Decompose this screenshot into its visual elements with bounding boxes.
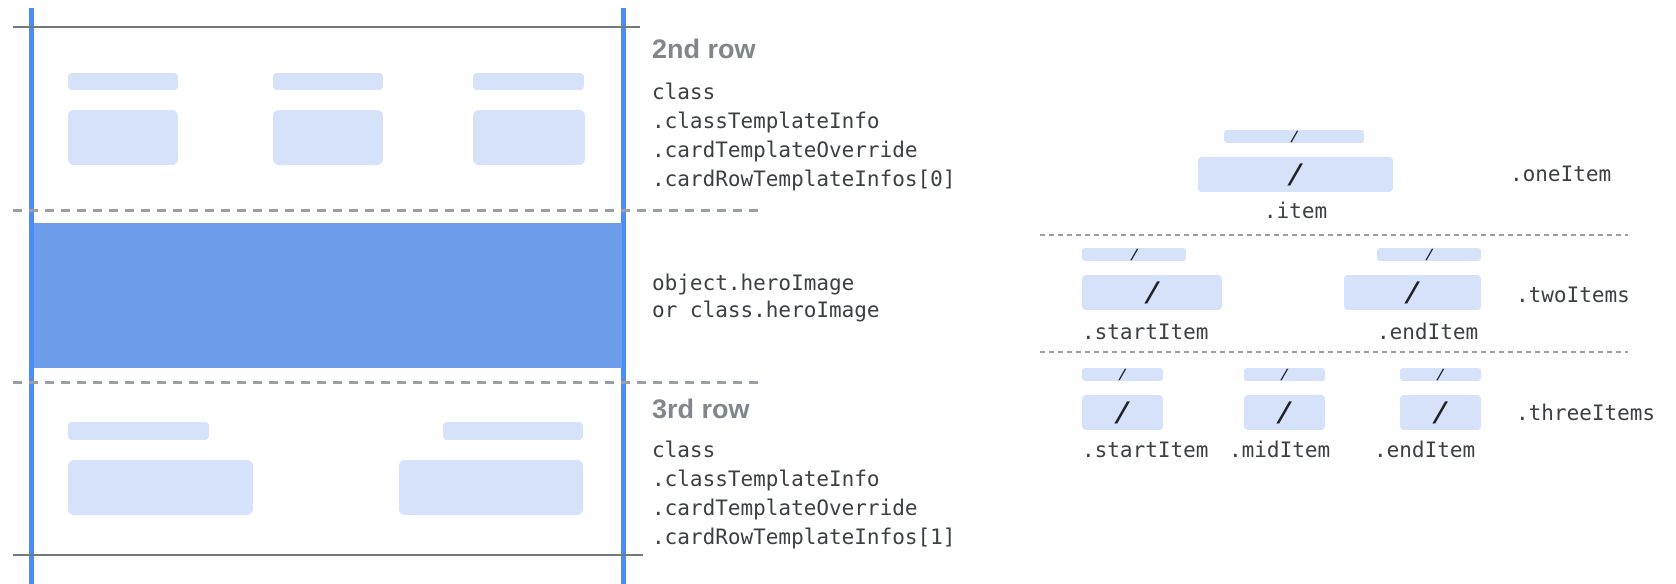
one-item-field-label: .item	[1263, 199, 1328, 223]
slash-glyph: /	[1288, 128, 1300, 145]
slash-glyph: /	[1435, 366, 1446, 383]
two-start-title-bar: /	[1082, 246, 1186, 263]
three-mid-body-bar: /	[1244, 395, 1325, 430]
three-end-label: .endItem	[1374, 438, 1476, 462]
row2-path-block: class .classTemplateInfo .cardTemplateOv…	[652, 78, 955, 194]
row2-path-line: .cardTemplateOverride	[652, 138, 918, 162]
two-end-body-bar: /	[1344, 275, 1481, 310]
three-start-title-bar: /	[1082, 366, 1163, 383]
two-end-title-bar: /	[1377, 246, 1481, 263]
slash-glyph: /	[1430, 397, 1451, 428]
row2-path-line: class	[652, 80, 716, 104]
row2-path-line: .cardRowTemplateInfos[0]	[652, 167, 956, 191]
two-start-label: .startItem	[1082, 320, 1209, 344]
row2-hero-divider	[13, 209, 758, 212]
two-end-label: .endItem	[1377, 320, 1479, 344]
two-three-divider	[1040, 351, 1628, 353]
three-start-body-bar: /	[1082, 395, 1163, 430]
row2-heading: 2nd row	[652, 34, 756, 64]
one-two-divider	[1040, 234, 1628, 236]
three-items-label: .threeItems	[1516, 401, 1656, 425]
slash-glyph: /	[1423, 246, 1435, 263]
row3-col1-label-placeholder	[68, 422, 209, 440]
row3-path-line: .cardTemplateOverride	[652, 496, 918, 520]
slash-glyph: /	[1274, 397, 1295, 428]
slash-glyph: /	[1285, 159, 1306, 190]
row2-path-line: .classTemplateInfo	[652, 109, 880, 133]
hero-path-line: object.heroImage	[652, 271, 855, 295]
guide-line-right	[621, 8, 626, 584]
slash-glyph: /	[1402, 277, 1423, 308]
slash-glyph: /	[1128, 246, 1140, 263]
hero-row3-divider	[13, 381, 758, 384]
slash-glyph: /	[1279, 366, 1290, 383]
slash-glyph: /	[1142, 277, 1162, 308]
three-end-title-bar: /	[1400, 366, 1481, 383]
slash-glyph: /	[1112, 397, 1133, 428]
row3-path-line: .cardRowTemplateInfos[1]	[652, 525, 956, 549]
row2-col1-value-placeholder	[68, 110, 178, 165]
row3-col1-value-placeholder	[68, 460, 253, 515]
two-start-body-bar: /	[1082, 275, 1222, 310]
one-item-title-bar: /	[1224, 128, 1364, 145]
three-start-label: .startItem	[1082, 438, 1209, 462]
row2-col3-value-placeholder	[473, 110, 585, 165]
row3-heading: 3rd row	[652, 394, 750, 424]
card-bottom-border	[13, 554, 643, 556]
guide-line-left	[29, 8, 34, 584]
one-item-body-bar: /	[1198, 157, 1393, 192]
row2-col2-value-placeholder	[273, 110, 383, 165]
row3-path-line: .classTemplateInfo	[652, 467, 880, 491]
slash-glyph: /	[1117, 366, 1128, 383]
one-item-label: .oneItem	[1510, 162, 1612, 186]
two-items-label: .twoItems	[1516, 283, 1630, 307]
hero-path-line: or class.heroImage	[652, 298, 880, 322]
card-top-border	[13, 26, 640, 28]
three-mid-label: .midItem	[1229, 438, 1331, 462]
hero-path-block: object.heroImage or class.heroImage	[652, 270, 880, 324]
three-mid-title-bar: /	[1244, 366, 1325, 383]
row3-path-line: class	[652, 438, 716, 462]
row2-col2-label-placeholder	[273, 73, 383, 90]
hero-image-block	[34, 223, 622, 368]
row3-col2-value-placeholder	[399, 460, 583, 515]
three-end-body-bar: /	[1400, 395, 1481, 430]
row2-col3-label-placeholder	[473, 73, 584, 90]
row3-col2-label-placeholder	[443, 422, 583, 440]
row2-col1-label-placeholder	[68, 73, 178, 90]
row3-path-block: class .classTemplateInfo .cardTemplateOv…	[652, 436, 955, 552]
